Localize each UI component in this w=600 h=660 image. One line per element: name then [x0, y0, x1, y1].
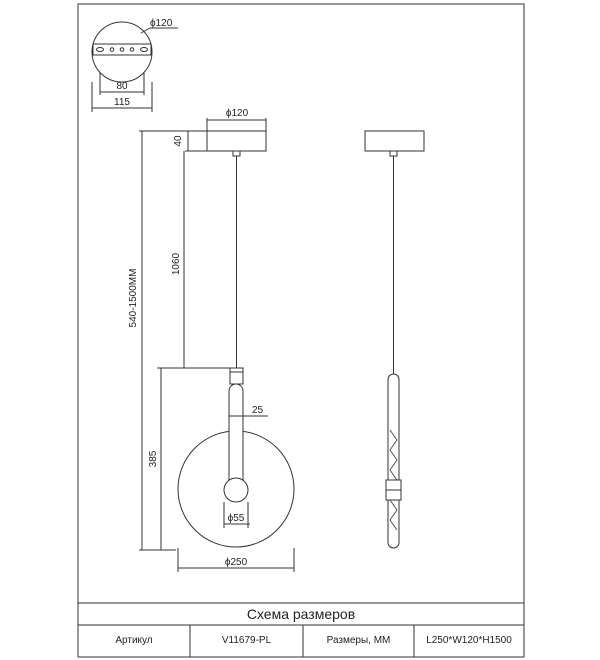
glass-tube — [228, 383, 244, 491]
side-view — [364, 130, 425, 549]
side-tube — [387, 373, 400, 549]
size-value: L250*W120*H1500 — [426, 635, 512, 646]
size-label: Размеры, ММ — [326, 635, 391, 646]
drawing-frame — [77, 3, 525, 658]
tube-width-label: 25 — [252, 405, 264, 416]
total-height-label: 540-1500MM — [128, 269, 139, 328]
ball-diameter-label: ϕ55 — [228, 513, 245, 524]
hole-spacing-label: 80 — [116, 81, 128, 92]
table-title: Схема размеров — [246, 606, 356, 622]
disc-diameter-label: ϕ250 — [225, 557, 248, 568]
top-diameter-label: ϕ120 — [150, 18, 173, 29]
lamp-height-label: 385 — [148, 450, 159, 467]
plate-width-label: 115 — [114, 97, 130, 108]
table-grid — [78, 602, 524, 657]
top-view-canopy-circle — [91, 21, 153, 83]
article-label: Артикул — [115, 635, 153, 646]
top-view — [91, 21, 178, 112]
light-ball — [223, 477, 249, 503]
mounting-plate — [92, 43, 152, 56]
canopy-diameter-label: ϕ120 — [226, 108, 249, 119]
canopy — [206, 130, 267, 152]
side-canopy — [364, 130, 425, 152]
article-value: V11679-PL — [221, 635, 272, 646]
cable-length-label: 1060 — [171, 252, 182, 275]
canopy-height-label: 40 — [173, 135, 184, 147]
connector — [229, 367, 244, 385]
front-view — [139, 118, 295, 572]
